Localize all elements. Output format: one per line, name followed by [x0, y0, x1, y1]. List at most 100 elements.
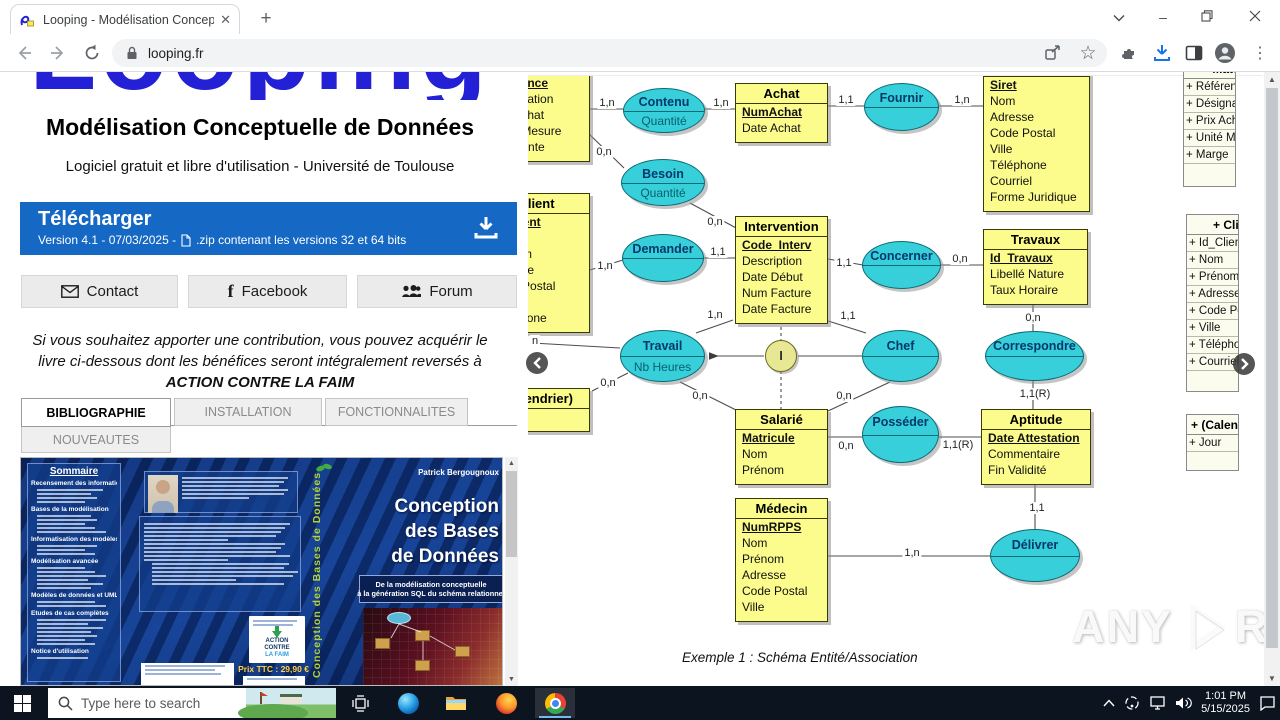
start-button[interactable] [2, 688, 42, 718]
relational-box-materiel: + Matériel+ Référence+ Désignation+ Prix… [1183, 72, 1236, 187]
contact-button[interactable]: Contact [21, 275, 178, 308]
tab-nouveautes[interactable]: NOUVEAUTES [21, 427, 171, 453]
entity-attribute: Téléphone [990, 158, 1047, 172]
cover-scroll-up-icon[interactable]: ▲ [505, 457, 518, 470]
menu-kebab-icon[interactable]: ⋮ [1252, 45, 1268, 62]
file-explorer-taskbar-icon[interactable] [436, 688, 476, 718]
entity-title: Intervention [736, 217, 827, 237]
download-banner[interactable]: Télécharger Version 4.1 - 07/03/2025 - .… [20, 202, 517, 255]
window-minimize-button[interactable]: – [1159, 9, 1167, 25]
tab-fonctionnalites[interactable]: FONCTIONNALITES [325, 398, 468, 426]
window-restore-button[interactable] [1192, 6, 1222, 28]
envelope-icon [60, 285, 79, 298]
entity-attribute: Date Achat [742, 121, 801, 135]
cardinality-label: 1,1(R) [940, 439, 976, 451]
entity-attribute: Unité Mesure [528, 124, 562, 138]
association-title: Fournir [879, 90, 924, 105]
anyrun-play-icon [1190, 603, 1226, 651]
new-tab-button[interactable]: + [260, 8, 272, 29]
carousel-prev-button[interactable] [526, 352, 548, 374]
share-icon[interactable] [1041, 41, 1065, 65]
cover-scrollbar[interactable]: ▲ ▼ [505, 457, 518, 686]
edge-taskbar-icon[interactable] [388, 688, 428, 718]
taskbar-search[interactable]: Type here to search [48, 688, 336, 718]
relational-box-row: + Id_Client [1187, 235, 1238, 252]
clock-date: 5/15/2025 [1201, 703, 1250, 715]
network-icon[interactable] [1149, 696, 1166, 710]
association-divider [863, 265, 940, 266]
sommaire-title: Sommaire [49, 466, 99, 477]
association-title: Délivrer [1011, 537, 1059, 552]
download-arrow-icon [473, 215, 499, 246]
site-tabs: BIBLIOGRAPHIE INSTALLATION FONCTIONNALIT… [21, 398, 517, 427]
cardinality-label: 1,1(R) [1017, 388, 1053, 400]
cardinality-label: 1,n [705, 309, 725, 321]
browser-tabstrip: Looping - Modélisation Concept ✕ + – [0, 0, 1280, 34]
extensions-puzzle-icon[interactable] [1118, 41, 1142, 65]
sommaire-line [37, 531, 106, 533]
association-title: Concerner [870, 248, 933, 263]
book-price: Prix TTC : 29,90 € [238, 664, 309, 674]
window-close-button[interactable] [1240, 6, 1270, 28]
page-scroll-down-icon[interactable]: ▼ [1264, 671, 1280, 686]
entity-identifier: Matricule [742, 431, 795, 445]
relational-box-row: + Marge [1184, 147, 1235, 164]
sommaire-line [37, 545, 97, 547]
relational-box-header: + (Calendrier) [1187, 415, 1238, 435]
volume-icon[interactable] [1175, 696, 1192, 710]
sommaire-section-modeles-de-donnees-et-uml: Modèles de données et UML [31, 592, 117, 599]
page-scroll-up-icon[interactable]: ▲ [1264, 72, 1280, 87]
address-bar[interactable]: looping.fr [112, 39, 1107, 67]
facebook-button[interactable]: f Facebook [188, 275, 347, 308]
association-divider [623, 258, 703, 259]
tab-search-chevron-icon[interactable] [1104, 6, 1134, 28]
tab-close-icon[interactable]: ✕ [220, 11, 231, 27]
page-scrollbar[interactable]: ▲ ▼ [1264, 72, 1280, 686]
blurb-text-line [144, 523, 290, 525]
association-divider [622, 182, 704, 184]
back-icon[interactable] [12, 41, 36, 65]
entity-title: Salarié [736, 410, 827, 430]
tab-bibliographie[interactable]: BIBLIOGRAPHIE [21, 398, 171, 427]
cover-scroll-down-icon[interactable]: ▼ [505, 673, 518, 686]
charity-arrow-icon [272, 626, 282, 638]
relational-box-row: + Ville [1187, 320, 1238, 337]
cover-author-name: Patrick Bergougnoux [418, 468, 499, 477]
action-center-icon[interactable] [1259, 695, 1276, 711]
carousel-next-button[interactable] [1233, 353, 1255, 375]
association-attribute: Quantité [640, 185, 686, 200]
sommaire-line [37, 643, 95, 645]
blurb-text-line [144, 535, 277, 537]
side-panel-icon[interactable] [1182, 41, 1206, 65]
entity-attribute: Fin Validité [988, 463, 1047, 477]
sommaire-line [37, 579, 89, 581]
search-placeholder: Type here to search [81, 695, 201, 711]
entity-attribute: Jour [528, 409, 589, 425]
taskbar-clock[interactable]: 1:01 PM 5/15/2025 [1201, 690, 1250, 716]
forum-button[interactable]: Forum [357, 275, 517, 308]
chrome-taskbar-icon[interactable] [535, 688, 575, 718]
download-meta: Version 4.1 - 07/03/2025 - .zip contenan… [38, 233, 407, 247]
forward-icon[interactable] [46, 41, 70, 65]
relational-box-row: + Jour [1187, 435, 1238, 452]
tray-chevron-icon[interactable] [1103, 699, 1115, 707]
sommaire-section-bases-de-la-modelisation: Bases de la modélisation [31, 506, 109, 513]
task-view-button[interactable] [340, 688, 380, 718]
firefox-taskbar-icon[interactable] [486, 688, 526, 718]
sommaire-line [37, 587, 92, 589]
relational-box-row: + Courriel [1187, 354, 1238, 371]
entity-identifier: Id_Client [528, 215, 541, 229]
reload-icon[interactable] [80, 41, 104, 65]
blurb-text-line [144, 543, 286, 545]
tab-installation[interactable]: INSTALLATION [174, 398, 322, 426]
cover-author-box [144, 471, 298, 513]
windows-taskbar: Type here to search 1:01 PM 5/15/2025 [0, 686, 1280, 720]
browser-tab[interactable]: Looping - Modélisation Concept ✕ [10, 4, 240, 34]
screencast-icon[interactable] [1124, 695, 1140, 711]
bookmark-star-icon[interactable]: ☆ [1079, 42, 1097, 64]
download-icon[interactable] [1150, 41, 1174, 65]
profile-avatar[interactable] [1213, 41, 1237, 65]
association-chef: Chef [862, 330, 939, 382]
